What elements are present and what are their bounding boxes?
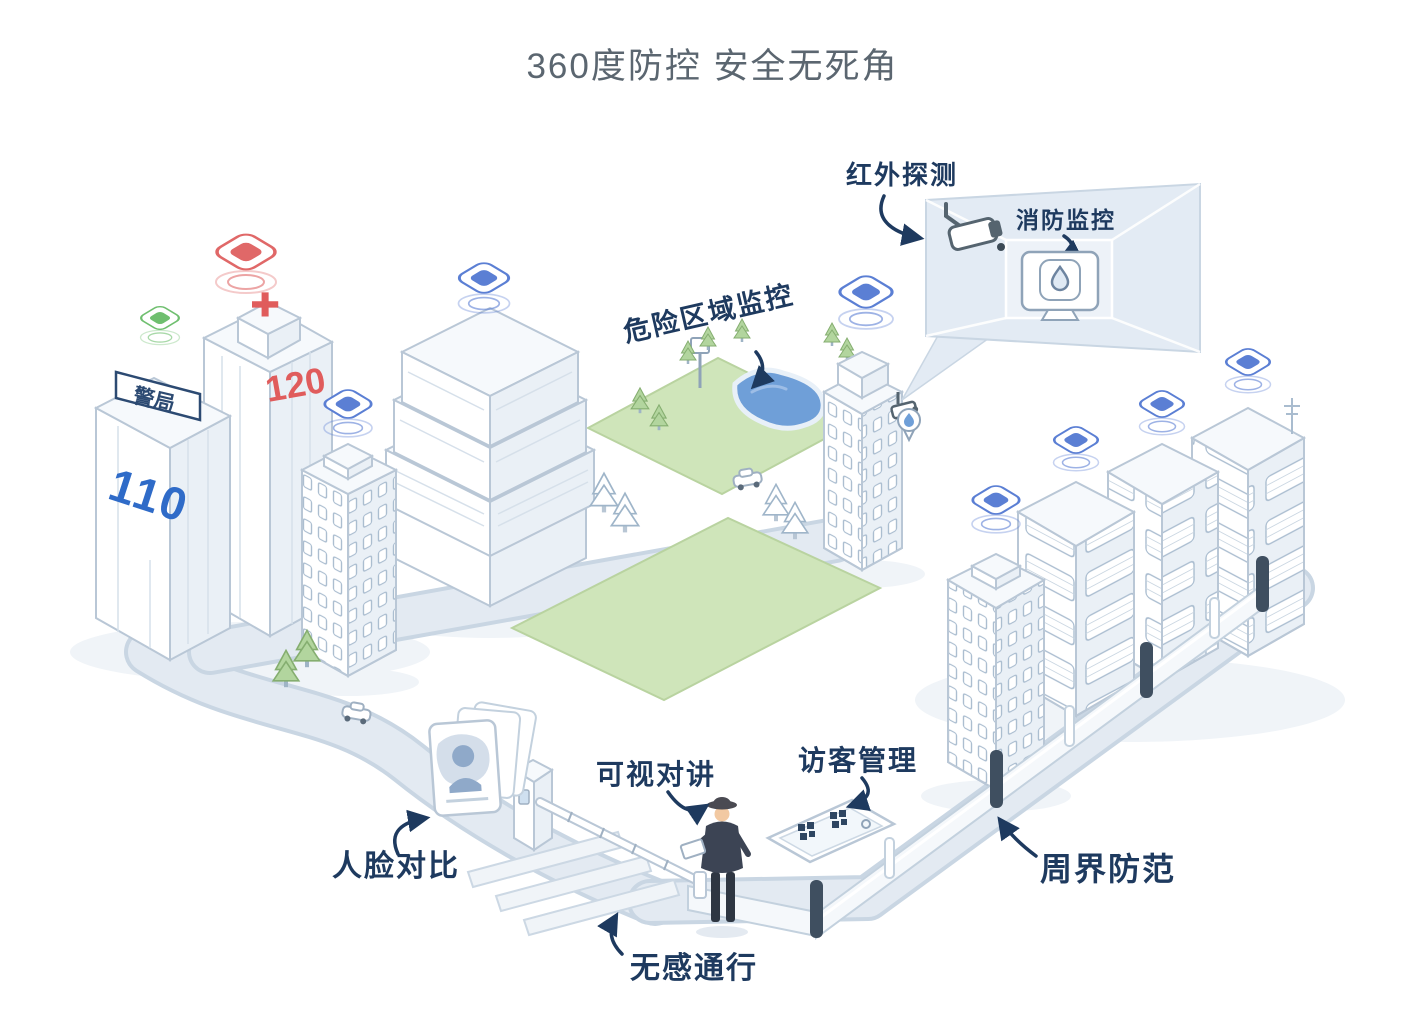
smart-beacon-icon [1049,423,1103,473]
seamless-passage-label: 无感通行 [630,952,758,985]
smart-beacon-icon [210,229,282,295]
visitor-tablet [765,798,897,864]
lawn [509,516,883,702]
water-drop-icon [1050,264,1070,292]
face-card-stack [428,701,537,817]
office-building [383,306,597,608]
handheld-tablet [679,838,707,860]
qr-code-icon [830,810,847,828]
page-title: 360度防控 安全无死角 [526,47,899,86]
police-building: 警局 110 [93,370,233,662]
video-intercom-label: 可视对讲 [596,759,716,790]
infrared-label: 红外探测 [846,160,958,190]
antenna-icon [1284,398,1300,434]
fence-post [1256,556,1269,612]
residential-tower-left [299,442,399,678]
water-monitor-pin-icon [897,408,921,443]
smart-beacon-icon [136,303,184,346]
person-figure [679,797,751,938]
fence-post [990,750,1003,808]
smart-beacon-icon [1221,345,1275,395]
front-residential-tower [945,552,1047,792]
red-cross-icon: ✚ [250,288,280,324]
cctv-camera-icon [944,202,1005,251]
crosswalk [466,830,681,937]
perimeter-defense-label: 周界防范 [1040,851,1176,887]
police-sign-board [114,370,202,422]
fence-post [1140,642,1153,698]
hat [707,800,737,810]
portrait-icon [452,745,475,768]
smart-beacon-icon [967,482,1025,535]
callout-bubble: 消防监控 [901,182,1201,401]
fire-monitor-screen [1020,250,1100,321]
gate-tower [821,350,921,572]
smart-beacon-icon [1135,387,1189,437]
right-building-1 [1015,480,1137,718]
fire-monitoring-label: 消防监控 [1016,207,1116,233]
barrier-gate [511,758,707,899]
smart-beacon-icon [453,259,515,315]
fence-post [810,880,823,938]
qr-code-icon [798,822,815,840]
face-comparison-label: 人脸对比 [332,849,460,883]
visitor-management-label: 访客管理 [798,744,918,776]
smart-beacon-icon [833,272,899,331]
